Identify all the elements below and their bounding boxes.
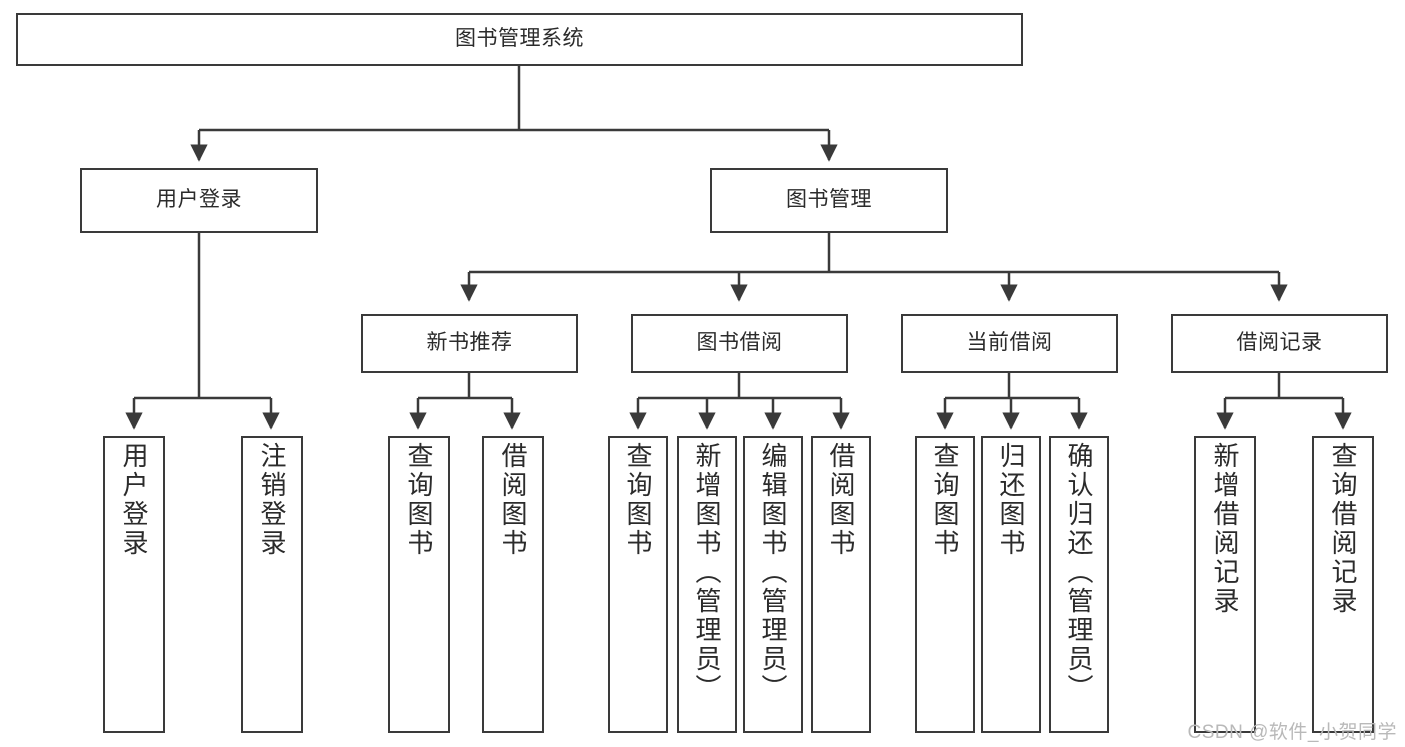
node-label: 查询借阅记录 — [1328, 442, 1358, 616]
node-label: 借阅图书 — [498, 442, 528, 558]
node-label: 新书推荐 — [426, 331, 513, 355]
node-label: 用户登录 — [156, 188, 242, 212]
leaf-new-book-query[interactable]: 查询图书 — [388, 436, 450, 733]
node-label: 新增图书（管理员） — [692, 442, 722, 703]
leaf-user-login-logout[interactable]: 注销登录 — [241, 436, 303, 733]
node-book-management[interactable]: 图书管理 — [710, 168, 948, 233]
leaf-borrow-record-add[interactable]: 新增借阅记录 — [1194, 436, 1256, 733]
leaf-borrow-record-query[interactable]: 查询借阅记录 — [1312, 436, 1374, 733]
leaf-user-login-login[interactable]: 用户登录 — [103, 436, 165, 733]
node-borrow-record[interactable]: 借阅记录 — [1171, 314, 1388, 373]
leaf-current-borrow-query[interactable]: 查询图书 — [915, 436, 975, 733]
node-label: 用户登录 — [119, 442, 149, 558]
node-label: 借阅图书 — [826, 442, 856, 558]
leaf-current-borrow-confirm-return[interactable]: 确认归还（管理员） — [1049, 436, 1109, 733]
node-new-book-recommend[interactable]: 新书推荐 — [361, 314, 578, 373]
node-user-login[interactable]: 用户登录 — [80, 168, 318, 233]
leaf-book-borrow-add[interactable]: 新增图书（管理员） — [677, 436, 737, 733]
leaf-book-borrow-query[interactable]: 查询图书 — [608, 436, 668, 733]
node-current-borrow[interactable]: 当前借阅 — [901, 314, 1118, 373]
leaf-book-borrow-borrow[interactable]: 借阅图书 — [811, 436, 871, 733]
node-label: 查询图书 — [623, 442, 653, 558]
node-label: 借阅记录 — [1236, 331, 1323, 355]
node-label: 注销登录 — [257, 442, 287, 558]
node-label: 当前借阅 — [966, 331, 1053, 355]
node-label: 查询图书 — [930, 442, 960, 558]
leaf-new-book-borrow[interactable]: 借阅图书 — [482, 436, 544, 733]
leaf-current-borrow-return[interactable]: 归还图书 — [981, 436, 1041, 733]
node-label: 图书借阅 — [696, 331, 783, 355]
node-label: 图书管理系统 — [455, 27, 584, 51]
node-label: 确认归还（管理员） — [1064, 442, 1094, 703]
node-root-book-management-system[interactable]: 图书管理系统 — [16, 13, 1023, 66]
node-label: 查询图书 — [404, 442, 434, 558]
node-label: 编辑图书（管理员） — [758, 442, 788, 703]
node-label: 新增借阅记录 — [1210, 442, 1240, 616]
leaf-book-borrow-edit[interactable]: 编辑图书（管理员） — [743, 436, 803, 733]
node-label: 图书管理 — [786, 188, 872, 212]
node-book-borrow[interactable]: 图书借阅 — [631, 314, 848, 373]
node-label: 归还图书 — [996, 442, 1026, 558]
